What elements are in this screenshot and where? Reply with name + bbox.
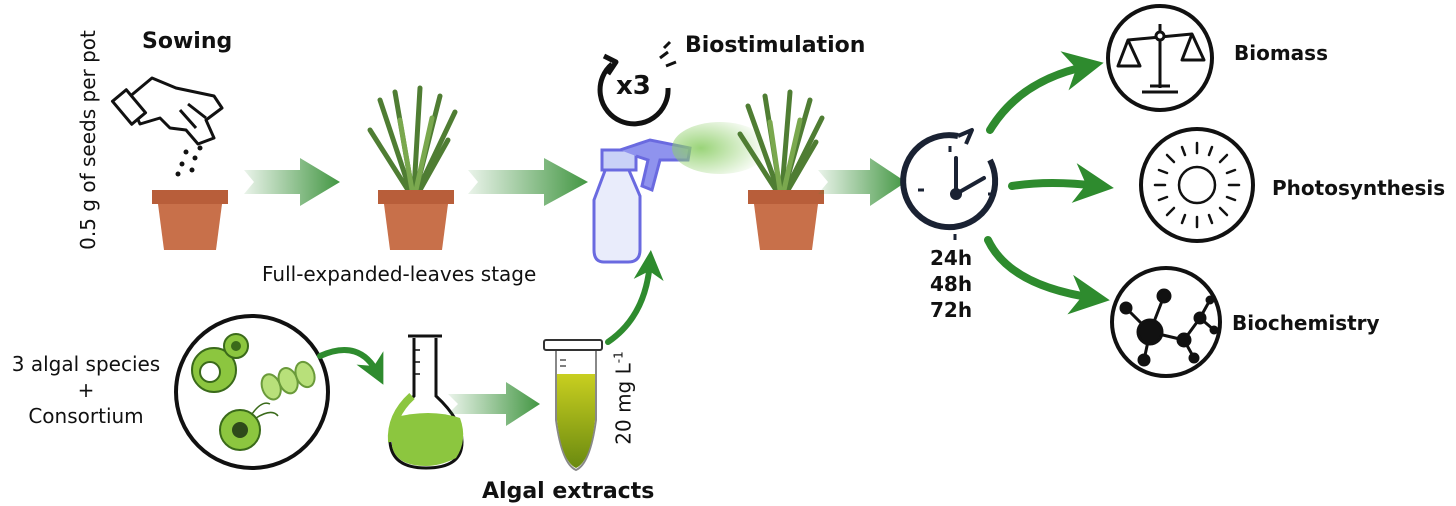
balance-scale-icon [1116, 24, 1206, 94]
chevron-arrow-2 [468, 158, 588, 206]
concentration-exponent: -1 [611, 351, 626, 364]
time-72h: 72h [930, 298, 973, 322]
plant-icon [367, 85, 458, 193]
algal-species-label: 3 algal species + Consortium [6, 351, 166, 429]
time-24h: 24h [930, 246, 973, 270]
hand-sowing-icon [110, 76, 224, 177]
clock-icon [900, 128, 999, 240]
extract-tube-icon [543, 339, 603, 472]
spray-mist [672, 122, 768, 174]
sowing-label: Sowing [142, 29, 233, 54]
algae-cells-icon [191, 333, 316, 451]
chevron-arrow-1 [244, 158, 340, 206]
arrow-to-biochemistry [984, 236, 1110, 315]
concentration-value: 20 mg L [611, 363, 636, 445]
plant-pot-icon [378, 190, 454, 250]
plant-pot-icon [152, 190, 228, 250]
plant-icon [737, 89, 825, 193]
arrow-tube-to-spray [605, 250, 664, 345]
sun-icon [1153, 141, 1241, 229]
repeat-count-label: x3 [616, 71, 651, 101]
arrow-to-photosynthesis [1008, 163, 1114, 203]
plant-pot-icon [748, 190, 824, 250]
photosynthesis-label: Photosynthesis [1272, 176, 1446, 200]
flask-icon [387, 334, 464, 470]
full-expanded-stage-label: Full-expanded-leaves stage [262, 262, 537, 286]
arrow-to-biomass [986, 51, 1104, 134]
biochemistry-circle [1110, 266, 1222, 378]
species-line-3: Consortium [28, 404, 144, 428]
concentration-label: 20 mg L-1 [611, 351, 636, 445]
molecule-icon [1119, 288, 1219, 367]
chevron-arrow-4 [448, 382, 540, 426]
spray-bottle-icon [592, 138, 692, 264]
sampling-times: 24h 48h 72h [930, 245, 972, 323]
seeds-per-pot-label: 0.5 g of seeds per pot [76, 30, 100, 250]
biomass-label: Biomass [1234, 41, 1328, 65]
algal-extracts-label: Algal extracts [482, 479, 655, 504]
chevron-arrow-3 [818, 158, 906, 206]
species-line-1: 3 algal species [11, 352, 161, 376]
biochemistry-label: Biochemistry [1232, 311, 1380, 335]
biostimulation-label: Biostimulation [685, 33, 866, 58]
time-48h: 48h [930, 272, 973, 296]
species-line-2: + [77, 378, 95, 402]
arrow-algae-to-flask [317, 347, 384, 385]
repeat-cycle-icon [597, 40, 677, 127]
